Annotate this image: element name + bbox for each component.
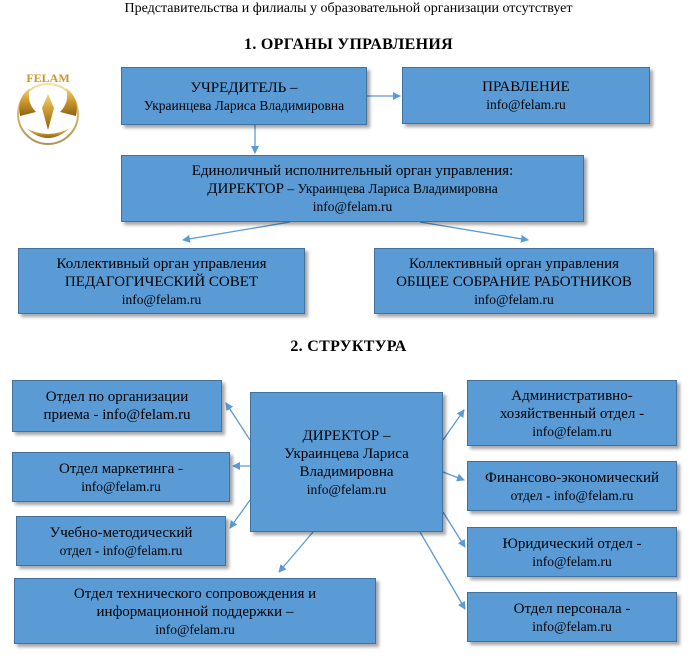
admin-dept-line-2: хозяйственный отдел - <box>499 405 645 422</box>
arrow-center-finance <box>442 471 465 482</box>
arrow-center-hr <box>419 531 466 610</box>
methodical-line-1: Учебно-методический <box>49 524 193 541</box>
arrow-center-methodical <box>229 499 251 529</box>
admissions-line-2: приема - info@felam.ru <box>43 407 191 423</box>
board-title: ПРАВЛЕНИЕ <box>482 79 570 95</box>
arrow-center-legal <box>442 511 466 548</box>
director-governance-box: Единоличный исполнительный орган управле… <box>121 155 584 222</box>
methodical-line-2: отдел - info@felam.ru <box>59 542 183 558</box>
finance-dept-box: Финансово-экономический отдел - info@fel… <box>467 461 677 511</box>
section-heading-governance: 1. ОРГАНЫ УПРАВЛЕНИЯ <box>244 36 453 53</box>
admissions-line-1: Отдел по организации <box>45 389 189 405</box>
director-governance-label: Единоличный исполнительный орган управле… <box>191 163 514 179</box>
arrow-center-tech-support <box>278 531 314 573</box>
admin-dept-line-1: Административно- <box>511 387 633 404</box>
founder-box: УЧРЕДИТЕЛЬ – Украинцева Лариса Владимиро… <box>121 67 367 125</box>
director-center-title: ДИРЕКТОР – <box>302 427 391 444</box>
finance-dept-line-2: отдел - info@felam.ru <box>510 487 634 503</box>
director-center-name-2: Владимировна <box>299 463 394 480</box>
ped-council-email: info@felam.ru <box>121 291 202 307</box>
tech-support-line-2: информационной поддержки – <box>96 603 294 620</box>
director-governance-email: info@felam.ru <box>312 199 393 214</box>
general-meeting-box: Коллективный орган управления ОБЩЕЕ СОБР… <box>374 248 654 314</box>
felam-logo: FELAM <box>17 71 79 145</box>
general-meeting-label: Коллективный орган управления <box>408 255 620 272</box>
arrow-director-ped-council <box>182 221 291 243</box>
general-meeting-email: info@felam.ru <box>474 291 554 307</box>
marketing-line-1: Отдел маркетинга - <box>59 460 183 477</box>
director-center-name-1: Украинцева Лариса <box>284 445 409 462</box>
director-governance-name: – Украинцева Лариса Владимировна <box>283 181 498 196</box>
ped-council-label: Коллективный орган управления <box>56 255 267 272</box>
tech-support-line-1: Отдел технического сопровождения и <box>73 585 317 602</box>
arrow-center-admin <box>442 409 465 441</box>
admin-dept-email: info@felam.ru <box>532 423 612 439</box>
general-meeting-title: ОБЩЕЕ СОБРАНИЕ РАБОТНИКОВ <box>396 273 632 290</box>
methodical-box: Учебно-методический отдел - info@felam.r… <box>16 516 226 566</box>
hr-dept-box: Отдел персонала - info@felam.ru <box>467 592 677 642</box>
hr-dept-email: info@felam.ru <box>532 618 612 634</box>
founder-name: Украинцева Лариса Владимировна <box>143 97 345 113</box>
section-heading-structure: 2. СТРУКТУРА <box>290 338 407 355</box>
admissions-box: Отдел по организации приема - info@felam… <box>12 380 222 432</box>
tech-support-email: info@felam.ru <box>155 621 235 637</box>
board-box: ПРАВЛЕНИЕ info@felam.ru <box>402 67 650 124</box>
director-center-email: info@felam.ru <box>306 481 387 497</box>
top-note: Представительства и филиалы у образовате… <box>124 1 573 16</box>
tech-support-box: Отдел технического сопровождения и инфор… <box>14 578 376 644</box>
director-governance-title: ДИРЕКТОР <box>207 181 284 197</box>
legal-dept-line-1: Юридический отдел - <box>502 535 642 552</box>
ped-council-box: Коллективный орган управления ПЕДАГОГИЧЕ… <box>18 248 305 314</box>
board-email: info@felam.ru <box>486 97 566 112</box>
hr-dept-line-1: Отдел персонала - <box>513 600 631 617</box>
arrow-director-general-meeting <box>419 221 529 243</box>
legal-dept-box: Юридический отдел - info@felam.ru <box>467 527 677 577</box>
finance-dept-line-1: Финансово-экономический <box>484 469 660 486</box>
marketing-box: Отдел маркетинга - info@felam.ru <box>12 452 230 502</box>
legal-dept-email: info@felam.ru <box>532 553 612 569</box>
logo-text: FELAM <box>26 71 69 85</box>
arrow-center-admissions <box>225 402 251 441</box>
director-center-box: ДИРЕКТОР – Украинцева Лариса Владимировн… <box>250 392 443 532</box>
ped-council-title: ПЕДАГОГИЧЕСКИЙ СОВЕТ <box>64 273 259 290</box>
admin-dept-box: Административно- хозяйственный отдел - i… <box>467 380 677 446</box>
marketing-email: info@felam.ru <box>81 478 161 494</box>
founder-title: УЧРЕДИТЕЛЬ – <box>190 79 298 96</box>
